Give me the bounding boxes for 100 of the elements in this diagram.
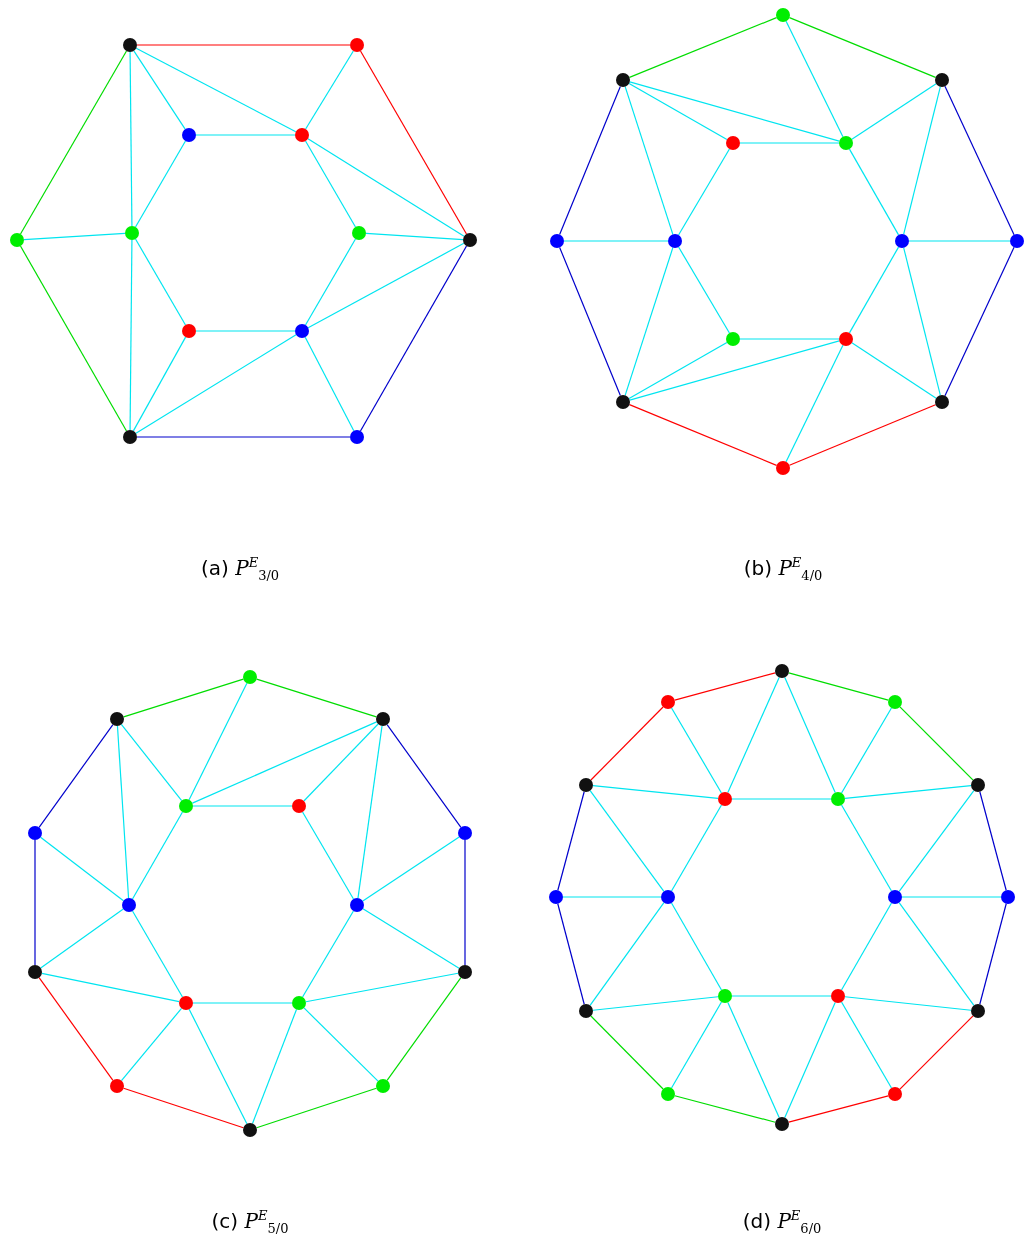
graph-edge: [944, 246, 1015, 397]
vertex-dot: [376, 1079, 390, 1093]
vertex-dot: [292, 799, 306, 813]
graph-edge: [901, 896, 1002, 898]
graph-edge: [898, 902, 975, 1006]
graph-edge: [135, 334, 297, 434]
graph-edge: [788, 17, 937, 78]
graph-edge: [129, 51, 133, 227]
graph-edge: [305, 972, 459, 1003]
vertex-dot: [28, 826, 42, 840]
vertex-dot: [661, 1087, 675, 1101]
graph-edge: [788, 404, 937, 466]
vertex-dot: [616, 395, 630, 409]
graph-edge: [903, 86, 941, 235]
graph-edge: [727, 676, 780, 794]
graph-edge: [191, 721, 378, 804]
graph-edge: [120, 723, 183, 802]
vertex-dot: [895, 234, 909, 248]
vertex-dot: [935, 73, 949, 87]
graph-edge: [192, 1002, 293, 1004]
vertex-dot: [28, 965, 42, 979]
vertex-dot: [839, 136, 853, 150]
graph-edge: [844, 785, 972, 799]
graph-edge: [134, 238, 187, 326]
vertex-dot: [935, 395, 949, 409]
graph-edge: [785, 20, 844, 138]
vertex-dot: [775, 664, 789, 678]
graph-edge: [359, 50, 468, 235]
graph-edge: [131, 811, 184, 900]
graph-edge: [784, 1001, 836, 1119]
graph-edge: [19, 50, 128, 235]
graph-edge: [134, 140, 187, 228]
vertex-dot: [616, 73, 630, 87]
graph-edge: [731, 995, 832, 997]
vertex-dot: [110, 1079, 124, 1093]
graph-edge: [628, 82, 728, 141]
vertex-dot: [123, 430, 137, 444]
graph-edge: [624, 247, 674, 396]
vertex-dot: [458, 965, 472, 979]
graph-edge: [739, 338, 840, 340]
graph-edge: [844, 996, 972, 1011]
graph-edge: [304, 140, 357, 228]
graph-edge: [133, 50, 186, 130]
graph-edge: [136, 436, 351, 438]
graph-edge: [731, 798, 832, 800]
graph-edge: [677, 246, 731, 334]
graph-edge: [785, 344, 844, 463]
vertex-dot: [661, 695, 675, 709]
vertex-dot: [292, 996, 306, 1010]
graph-edge: [34, 839, 36, 966]
vertex-dot: [776, 461, 790, 475]
vertex-dot: [463, 233, 477, 247]
vertex-dot: [243, 1123, 257, 1137]
graph-edge: [590, 706, 664, 781]
vertex-dot: [550, 234, 564, 248]
vertex-dot: [376, 712, 390, 726]
vertex-dot: [1001, 890, 1015, 904]
vertex-dot: [661, 890, 675, 904]
graph-edge: [132, 336, 187, 432]
graph-edge: [23, 232, 126, 241]
graph-edge: [307, 138, 465, 237]
graph-edge: [464, 839, 466, 966]
graph-edge: [195, 330, 296, 332]
graph-edge: [251, 1008, 298, 1125]
vertex-dot: [350, 38, 364, 52]
graph-edge: [628, 404, 778, 466]
graph-edge: [670, 804, 723, 892]
graph-edge: [589, 902, 665, 1006]
graph-edge: [840, 804, 893, 892]
vertex-dot: [888, 695, 902, 709]
vertex-dot: [458, 826, 472, 840]
graph-edge: [592, 996, 719, 1011]
graph-edge: [357, 725, 383, 899]
vertex-dot: [579, 778, 593, 792]
graph-edge: [979, 791, 1007, 891]
graph-edge: [365, 232, 464, 241]
graph-edge: [38, 977, 114, 1081]
vertex-dot: [718, 989, 732, 1003]
vertex-dot: [243, 670, 257, 684]
graph-edge: [848, 148, 900, 236]
graph-edge: [589, 790, 665, 892]
graph-edge: [979, 903, 1007, 1005]
graph-edge: [123, 1087, 244, 1129]
graph-edge: [674, 1095, 776, 1123]
graph-edge: [563, 240, 669, 242]
graph-edge: [628, 341, 728, 400]
graph-edge: [727, 1001, 780, 1119]
graph-edge: [195, 134, 296, 136]
vertex-dot: [179, 996, 193, 1010]
graph-edge: [629, 340, 840, 401]
graph-edge: [256, 678, 377, 718]
graph-edge: [557, 791, 585, 891]
graph-edge: [192, 805, 293, 807]
vertex-dot: [776, 8, 790, 22]
vertex-dot: [831, 989, 845, 1003]
vertex-dot: [726, 332, 740, 346]
graph-edge: [123, 678, 244, 718]
graph-edge: [41, 972, 180, 1003]
graph-edge: [362, 908, 460, 969]
graph-edge: [788, 672, 889, 701]
